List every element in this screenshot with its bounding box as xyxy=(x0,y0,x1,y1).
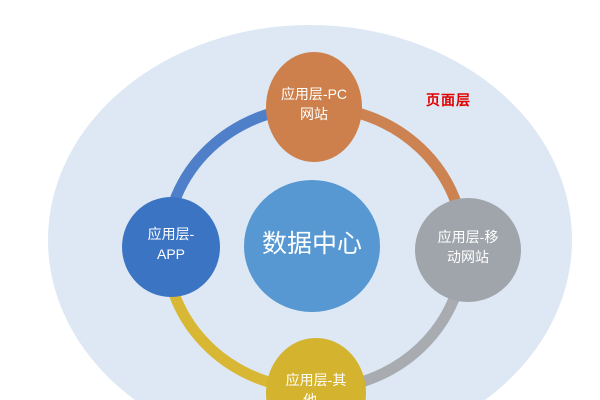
node-circle-app: 应用层- APP xyxy=(122,197,220,297)
node-label-data-center: 数据中心 xyxy=(261,230,362,258)
page-layer-label: 页面层 xyxy=(426,92,471,108)
node-label-other: 应用层-其 他... xyxy=(285,372,347,400)
node-label-app: 应用层- APP xyxy=(147,226,195,262)
node-circle-pc-website: 应用层-PC 网站 xyxy=(266,52,362,162)
node-circle-mobile-website: 应用层-移 动网站 xyxy=(415,198,521,302)
node-label-mobile-website: 应用层-移 动网站 xyxy=(437,229,499,265)
node-label-pc-website: 应用层-PC 网站 xyxy=(280,86,348,122)
node-circle-data-center: 数据中心 xyxy=(244,180,380,312)
